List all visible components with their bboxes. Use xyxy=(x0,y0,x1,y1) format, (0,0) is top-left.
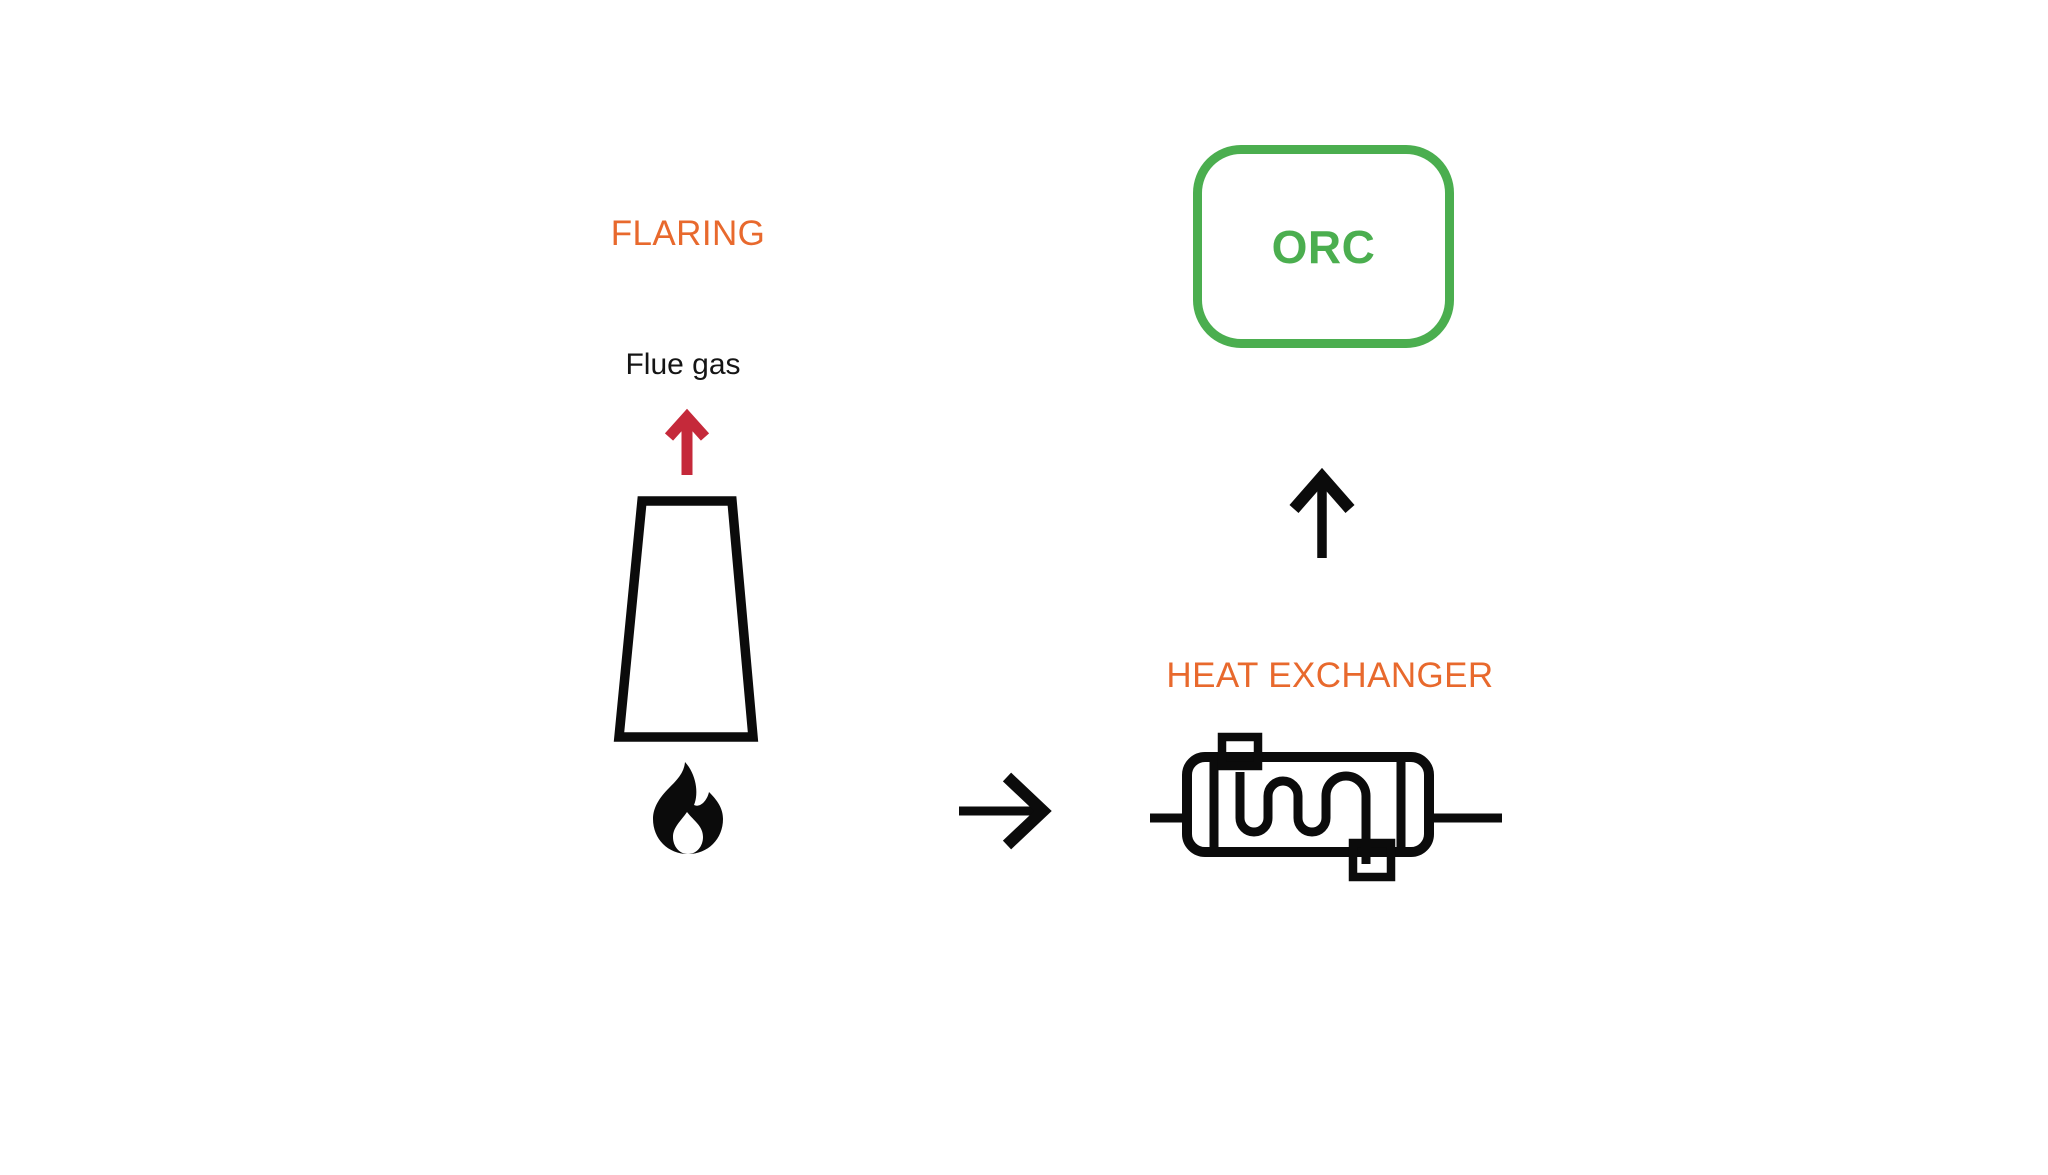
heat-exchanger-icon xyxy=(1150,732,1502,882)
flue-gas-label: Flue gas xyxy=(625,348,741,381)
flame-icon xyxy=(653,762,723,854)
flaring-label: FLARING xyxy=(610,214,766,253)
flow-right-arrow-icon xyxy=(959,772,1052,850)
heat-exchanger-label: HEAT EXCHANGER xyxy=(1166,656,1494,695)
orc-label: ORC xyxy=(1271,220,1376,273)
flow-up-arrow-icon xyxy=(1289,467,1355,558)
flue-gas-up-arrow-icon xyxy=(664,408,710,475)
flare-stack-icon xyxy=(613,496,759,742)
orc-node: ORC xyxy=(1193,145,1454,348)
